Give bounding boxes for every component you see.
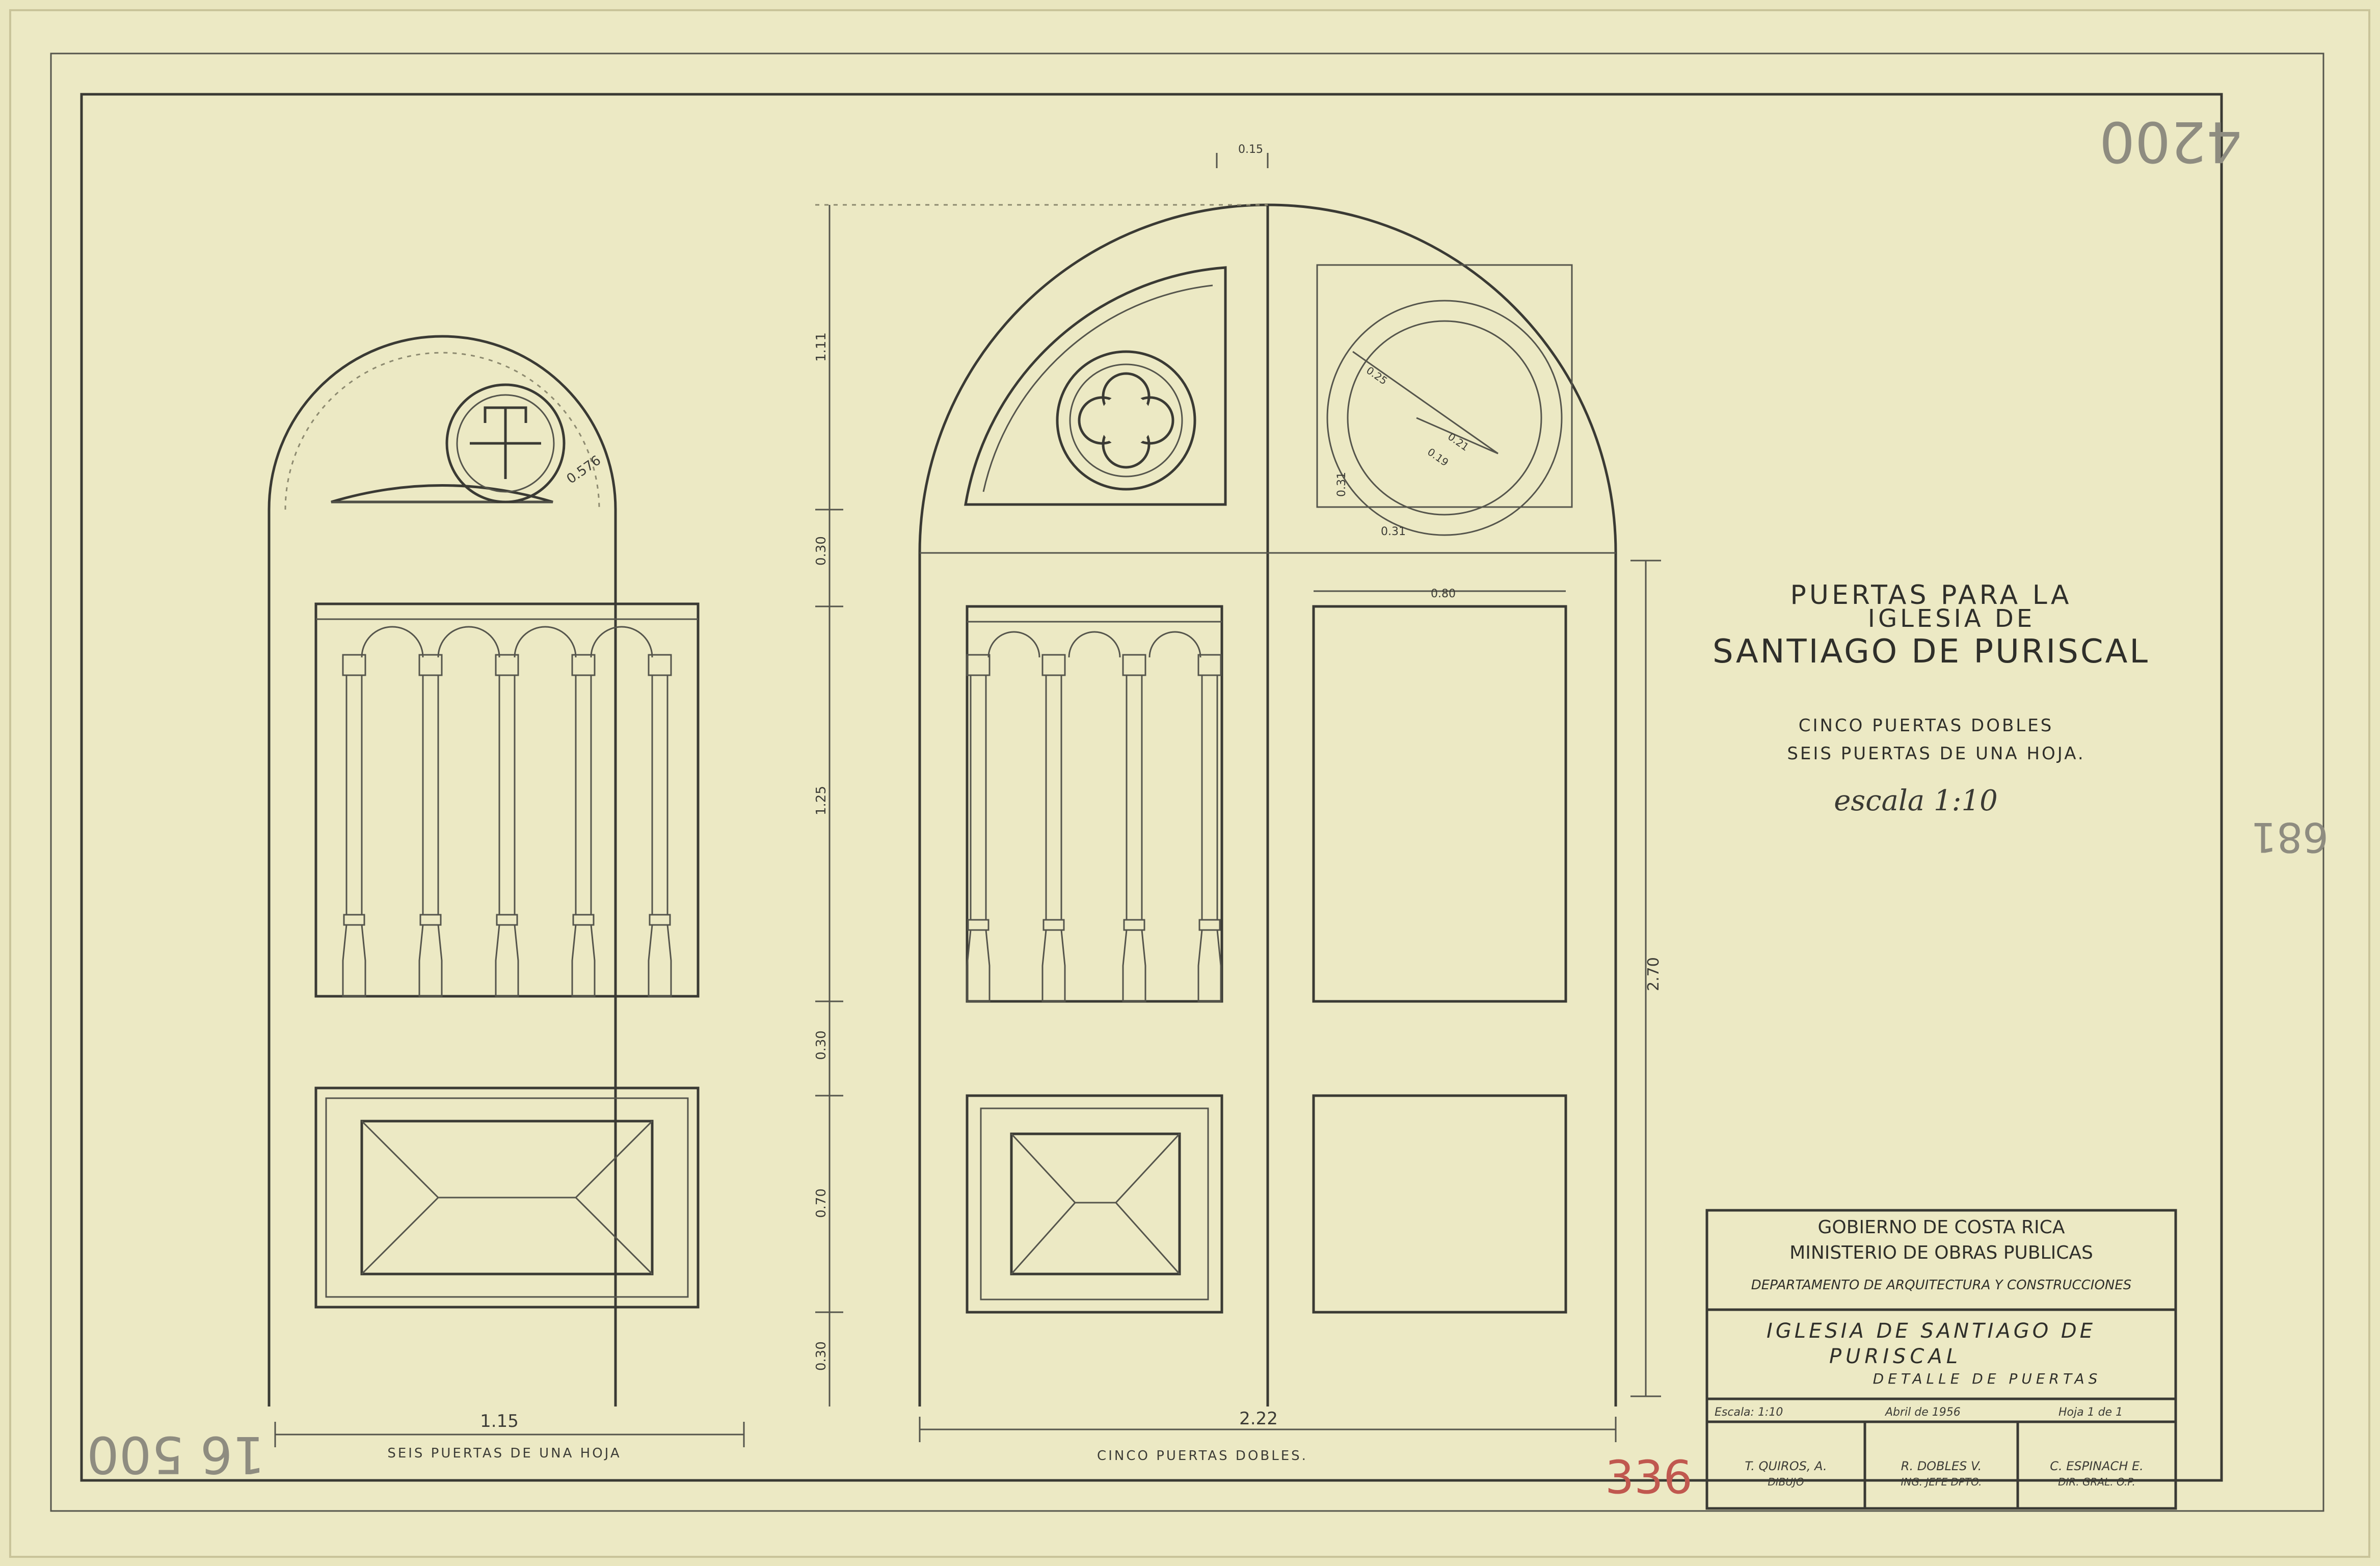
quarter-height-dim: 0.31 (1335, 472, 1348, 497)
right-radius-line (1352, 351, 1499, 455)
stamp-left: 16 500 (87, 1425, 265, 1484)
single-door-caption: SEIS PUERTAS DE UNA HOJA (387, 1446, 621, 1461)
double-columns (966, 654, 1222, 1002)
cartouche-project-3: DETALLE DE PUERTAS (1873, 1370, 2102, 1387)
single-door-outline (268, 335, 617, 1406)
left-arcade (987, 631, 1201, 658)
single-lower-panel (360, 1120, 654, 1276)
top-gap-label: 0.15 (1238, 143, 1263, 156)
single-arch-inner (284, 352, 600, 510)
cartouche-project-2: PURISCAL (1829, 1345, 1962, 1368)
total-height-label: 2.70 (1645, 957, 1663, 991)
left-balustrade-frame (966, 605, 1223, 1003)
double-baluster-3 (1122, 654, 1146, 1002)
cartouche-ministry: MINISTERIO DE OBRAS PUBLICAS (1789, 1242, 2093, 1263)
single-width-value: 1.15 (480, 1411, 519, 1431)
cartouche-gov: GOBIERNO DE COSTA RICA (1818, 1217, 2065, 1238)
cartouche-sheet: Hoja 1 de 1 (2058, 1406, 2123, 1419)
single-rosette-inner (456, 394, 555, 493)
sig2-role: ING. JEFE DPTO. (1901, 1476, 1982, 1488)
dim-125: 1.25 (814, 786, 829, 815)
sig2-name: R. DOBLES V. (1901, 1459, 1982, 1473)
single-baluster-4 (571, 654, 596, 997)
left-lower-frame (966, 1094, 1223, 1314)
sig3-role: DIR. GRAL. O.P. (2058, 1476, 2135, 1488)
right-construction-circle-1 (1326, 300, 1563, 536)
height-dimension-chain: 1.11 0.30 1.25 0.30 0.70 0.30 2.70 (814, 205, 1663, 1406)
dim-070: 0.70 (814, 1188, 829, 1218)
double-baluster-1 (966, 654, 991, 1002)
title-line-1: PUERTAS PARA LA (1790, 580, 2072, 611)
quarter-width-dim: 0.31 (1381, 525, 1406, 538)
dim-030b: 0.30 (814, 1030, 829, 1060)
title-cartouche: GOBIERNO DE COSTA RICA MINISTERIO DE OBR… (1705, 1209, 2177, 1510)
stamp-right: 681 (2251, 813, 2329, 861)
single-baluster-2 (418, 654, 443, 997)
right-upper-panel (1312, 605, 1567, 1003)
panel-width-label: 0.80 (1431, 588, 1456, 600)
double-door-elevation: 0.31 0.31 0.25 0.21 0.19 0.80 2.22 CINCO… (815, 143, 1617, 1464)
single-lower-frame-2 (325, 1097, 689, 1298)
single-baluster-5 (648, 654, 672, 997)
quatrefoil-icon (1078, 372, 1174, 469)
cartouche-department: DEPARTAMENTO DE ARQUITECTURA Y CONSTRUCC… (1751, 1278, 2132, 1293)
left-panel-bevel (1010, 1133, 1181, 1275)
single-baluster-3 (495, 654, 519, 997)
sig3-name: C. ESPINACH E. (2050, 1459, 2144, 1473)
double-baluster-4 (1197, 654, 1222, 1002)
dim-030c: 0.30 (814, 1341, 829, 1371)
dim-030a: 0.30 (814, 536, 829, 566)
quatrefoil-ring-inner (1069, 363, 1183, 477)
double-baluster-2 (1041, 654, 1066, 1002)
left-lower-panel (1010, 1132, 1181, 1276)
right-lower-panel (1312, 1094, 1567, 1314)
sig1-role: DIBUJO (1768, 1476, 1804, 1488)
title-line-2: IGLESIA DE (1868, 604, 2035, 633)
cartouche-scale: Escala: 1:10 (1715, 1406, 1783, 1419)
scale-note: escala 1:10 (1834, 784, 1997, 817)
cartouche-date: Abril de 1956 (1884, 1406, 1961, 1419)
double-door-caption: CINCO PUERTAS DOBLES. (1097, 1448, 1308, 1464)
sig1-name: T. QUIROS, A. (1745, 1459, 1827, 1473)
subtitle-line-2: SEIS PUERTAS DE UNA HOJA. (1787, 744, 2085, 764)
left-quarter-transom (964, 266, 1227, 506)
single-arcade (361, 626, 653, 658)
single-columns (342, 654, 672, 997)
subtitle-line-1: CINCO PUERTAS DOBLES (1799, 715, 2054, 736)
single-door-elevation: 1.15 SEIS PUERTAS DE UNA HOJA 0.576 (268, 335, 745, 1461)
single-panel-bevel (361, 1120, 653, 1275)
left-quarter-inner-arc (982, 284, 1213, 492)
dim-arch: 1.11 (814, 332, 829, 362)
outer-border (50, 52, 2324, 1512)
stamp-top: 4200 (2099, 109, 2242, 174)
double-width-value: 2.22 (1239, 1409, 1278, 1429)
single-baluster-1 (342, 654, 366, 997)
left-lower-frame-2 (980, 1107, 1209, 1300)
single-lower-frame (314, 1086, 700, 1309)
right-construction-circle-2 (1347, 320, 1542, 516)
single-rosette-outer (445, 383, 566, 503)
inner-border (80, 93, 2223, 1482)
drawing-title: PUERTAS PARA LA IGLESIA DE SANTIAGO DE P… (1713, 580, 2150, 817)
cartouche-project-1: IGLESIA DE SANTIAGO DE (1767, 1319, 2096, 1343)
quatrefoil-ring-outer (1056, 350, 1196, 491)
cartouche-frame (1705, 1209, 2177, 1510)
right-quarter-construction (1316, 264, 1573, 508)
red-number: 336 (1605, 1451, 1693, 1504)
title-line-3: SANTIAGO DE PURISCAL (1713, 633, 2150, 671)
